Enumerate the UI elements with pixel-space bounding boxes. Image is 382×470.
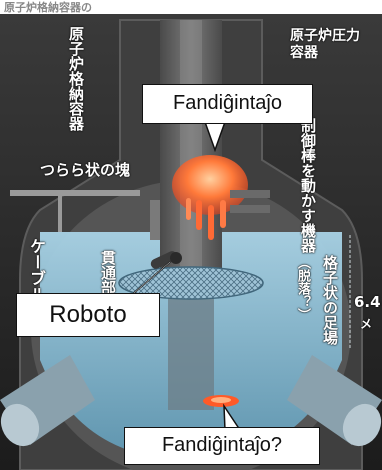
callout-pointer-bottom <box>223 403 241 431</box>
callout-pointer-top <box>204 121 226 153</box>
label-distance-value: 6.4 <box>354 293 381 311</box>
label-containment-vessel: 原子炉格納容器 <box>67 26 85 131</box>
callout-robot: Roboto <box>16 293 160 337</box>
callout-fuel-top: Fandiĝintaĵo <box>142 84 313 124</box>
header-partial-text: 原子炉格納容器の <box>4 1 92 14</box>
callout-fuel-bottom: Fandiĝintaĵo? <box>124 427 320 465</box>
control-rod-drive <box>150 190 270 240</box>
label-grating: 格子状の足場 <box>321 255 339 345</box>
label-penetration: 貫通部 <box>99 250 117 295</box>
label-control-rod-drive: 制御棒を動かす機器 <box>299 118 317 253</box>
penetration <box>150 251 182 269</box>
molten-debris-lower-glow <box>211 397 231 403</box>
label-icicle-lump: つらら状の塊 <box>40 161 131 179</box>
label-grating-note: （脱落？） <box>295 256 310 321</box>
label-pressure-vessel: 原子炉圧力容器 <box>290 28 360 61</box>
molten-debris-upper <box>172 155 248 240</box>
pressure-vessel-highlight <box>180 20 202 270</box>
cable-pipe <box>10 190 140 196</box>
lower-pipes <box>0 355 382 447</box>
label-cable: ケーブル <box>27 238 46 302</box>
label-distance-unit: メ <box>360 317 373 331</box>
